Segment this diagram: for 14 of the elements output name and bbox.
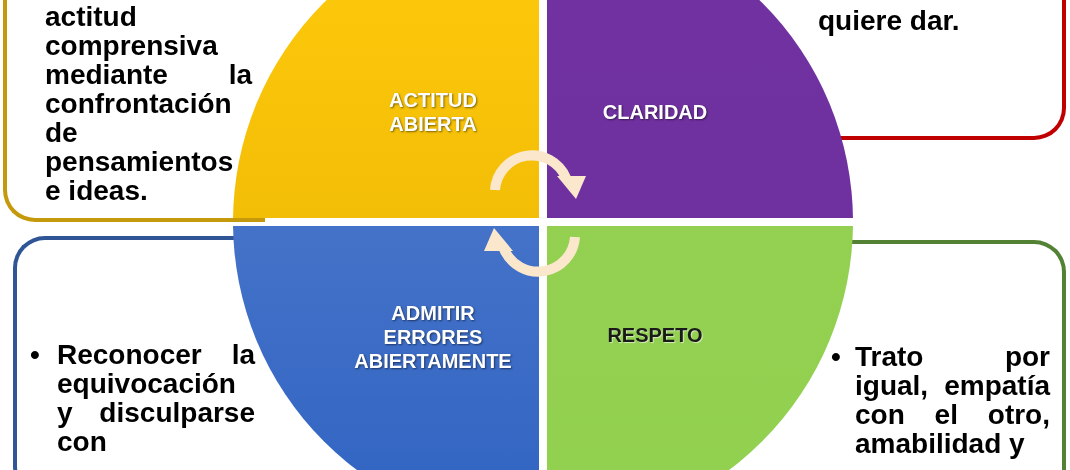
text-card — [3, 0, 265, 222]
quadrant-title: RESPETO — [606, 323, 704, 347]
text-card — [13, 236, 258, 470]
quadrant-title: CLARIDAD — [601, 100, 709, 124]
body-text: Trato por igual, empatía con el otro, amabilidad y — [855, 342, 1050, 458]
bullet-marker: • — [30, 340, 40, 369]
body-text: actitud comprensiva mediante la confrontación de pensamientos e ideas. — [45, 2, 252, 205]
bullet-marker: • — [831, 342, 841, 371]
quadrant-title: ACTITUD ABIERTA — [388, 88, 478, 136]
quadrant-sector — [547, 226, 853, 470]
quadrant-title: ADMITIR ERRORES ABIERTAMENTE — [353, 301, 513, 373]
body-text: Reconocer la equivocación y disculparse con — [57, 340, 255, 456]
body-text: quiere dar. — [818, 6, 961, 35]
text-card — [818, 0, 1066, 140]
